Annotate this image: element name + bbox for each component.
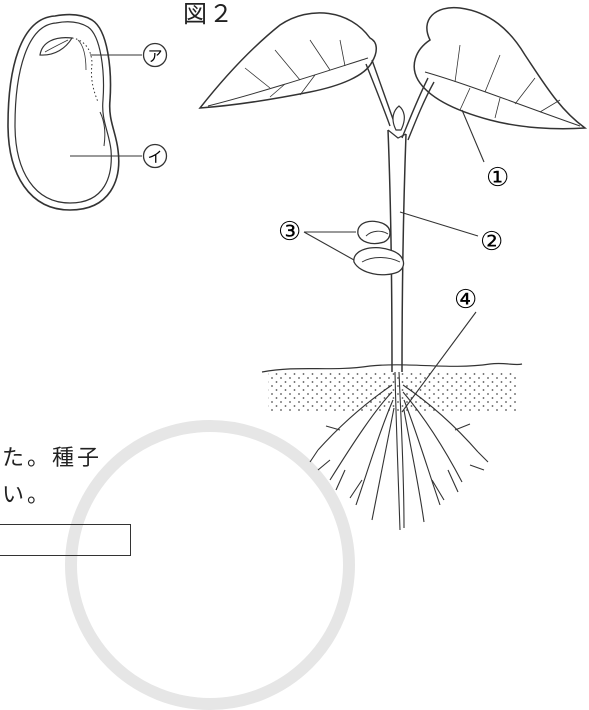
label-a: ア [147,47,162,65]
seed-inner-outline [15,22,111,203]
label-i: イ [147,148,162,166]
right-leaf [414,8,585,129]
label-1: ① [486,163,509,193]
figure-title: 図２ [183,0,235,29]
answer-box[interactable] [0,524,131,556]
embryo-dotted [72,38,98,102]
body-text-line-1: た。種子 [2,440,102,472]
label-2: ② [480,227,503,257]
label-4: ④ [454,285,477,315]
bean-plant: ① ② ③ ④ [200,8,585,530]
body-text-line-2: い。 [2,477,52,509]
terminal-bud [393,106,404,130]
bean-seed: ア イ [8,15,167,210]
left-petiole [366,64,390,126]
label-3: ③ [278,217,301,247]
right-petiole [402,78,428,138]
cotyledon-lower [354,248,404,275]
